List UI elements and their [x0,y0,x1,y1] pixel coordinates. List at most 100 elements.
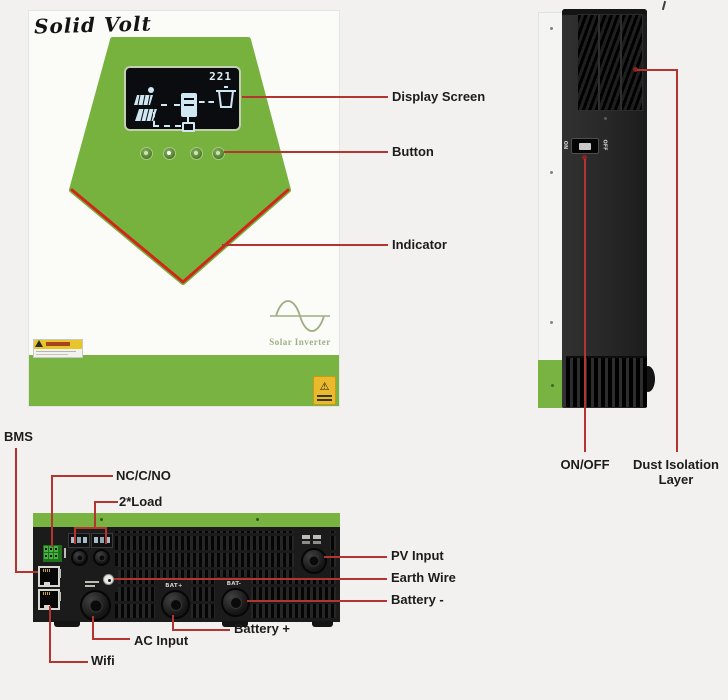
callout-line-load-v [94,501,96,529]
screw [550,27,553,30]
panel-foot [312,621,333,627]
load-terminal-2 [91,533,113,548]
callout-line-wifi-v [49,606,51,663]
terminal-hole [44,546,48,552]
lcd-flow-line-solar-inverter [161,104,180,106]
label-nc-c-no: NC/C/NO [116,468,171,483]
sine-wave-logo [270,300,330,332]
callout-line-batplus-h [172,629,230,631]
label-display-screen: Display Screen [392,89,486,104]
callout-dot-dust [633,67,638,72]
panel-foot [54,621,80,627]
terminal-hole [44,553,48,559]
button-glyph [194,151,198,155]
pv-marking [302,535,310,539]
grille-divider [620,15,622,110]
callout-line-pv [324,556,387,558]
function-button-2 [163,147,176,160]
switch-off-text: OFF [601,139,608,151]
button-glyph [216,151,220,155]
label-bms: BMS [4,429,33,444]
terminal-pin [77,537,81,543]
callout-line-onoff [584,159,586,452]
pv-marking [302,541,310,544]
mount-tab [661,0,667,11]
pv-input-connector [301,548,327,574]
ac-rating-plate [85,585,95,587]
lcd-flow-line-solar-battery-h [153,125,181,127]
terminal-hole [49,553,53,559]
terminal-hole [49,546,53,552]
lcd-voltage-reading: 221 [209,70,232,83]
terminal-pin [71,537,75,543]
port-marking [64,548,66,558]
front-pentagon-shape [69,37,291,285]
callout-line-batplus-v [172,615,174,631]
warning-triangle-icon: ⚠ [319,381,330,393]
callout-line-ac-v [92,616,94,640]
button-glyph [144,151,148,155]
callout-line-bms-h [15,571,38,573]
label-earth-wire: Earth Wire [391,570,456,585]
panel-foot [222,621,248,627]
screw [551,384,554,387]
callout-line-ac-h [92,638,130,640]
lcd-display: 221 [124,66,241,132]
lcd-flow-line-inverter-load [199,101,214,103]
screw [550,321,553,324]
label-dust-isolation-layer: Dust Isolation Layer [630,457,722,488]
switch-rocker [579,143,591,150]
label-2load: 2*Load [119,494,163,509]
terminal-hole [54,553,58,559]
terminal-hole [54,546,58,552]
ac-input-connector [80,590,111,621]
battery-icon [182,122,195,132]
terminal-pin [94,537,98,543]
load-connector-1 [71,549,88,566]
terminal-pin [100,537,104,543]
function-button-3 [190,147,203,160]
side-front-edge [538,12,565,408]
callout-dot-onoff [582,155,587,160]
function-button-4 [212,147,225,160]
bat-plus-printed-label: BAT+ [165,583,183,589]
side-top-cap [562,9,647,15]
switch-on-text: ON [562,140,569,150]
rj45-tab [44,605,50,608]
label-wifi: Wifi [91,653,115,668]
callout-line-indicator [222,244,388,246]
label-dust-line2: Layer [658,471,694,487]
label-dust-line1: Dust Isolation [633,457,719,472]
load-terminal-1 [68,533,90,548]
solar-panel-icon [134,87,157,122]
indicator-led-strip [70,188,290,284]
label-indicator: Indicator [392,237,447,252]
label-pv-input: PV Input [391,548,444,563]
load-icon [216,86,236,108]
battery-minus-connector [221,588,250,617]
callout-line-load-tick1 [74,527,76,544]
button-glyph [167,151,171,155]
solar-inverter-text: Solar Inverter [269,337,331,347]
lcd-flow-line-solar-battery-v [153,112,155,126]
label-battery-minus: Battery - [391,592,444,607]
callout-line-load-tick2 [105,527,107,544]
screw [550,171,553,174]
rj45-bms-port [38,566,60,587]
pv-marking [313,541,321,544]
callout-line-dust-v [676,69,678,452]
power-switch [571,138,599,154]
warning-triangle-icon [35,340,43,347]
earth-terminal [103,574,114,585]
label-button: Button [392,144,434,159]
load-connector-2 [93,549,110,566]
screw [100,518,103,521]
callout-line-bms-v [15,448,17,573]
terminal-pin [106,537,110,543]
port-marking [59,592,61,601]
bottom-green-strip [33,513,340,527]
callout-line-load-bracket [74,527,107,529]
label-ac-input: AC Input [134,633,189,648]
lcd-flow-line-inverter-battery [187,117,189,122]
